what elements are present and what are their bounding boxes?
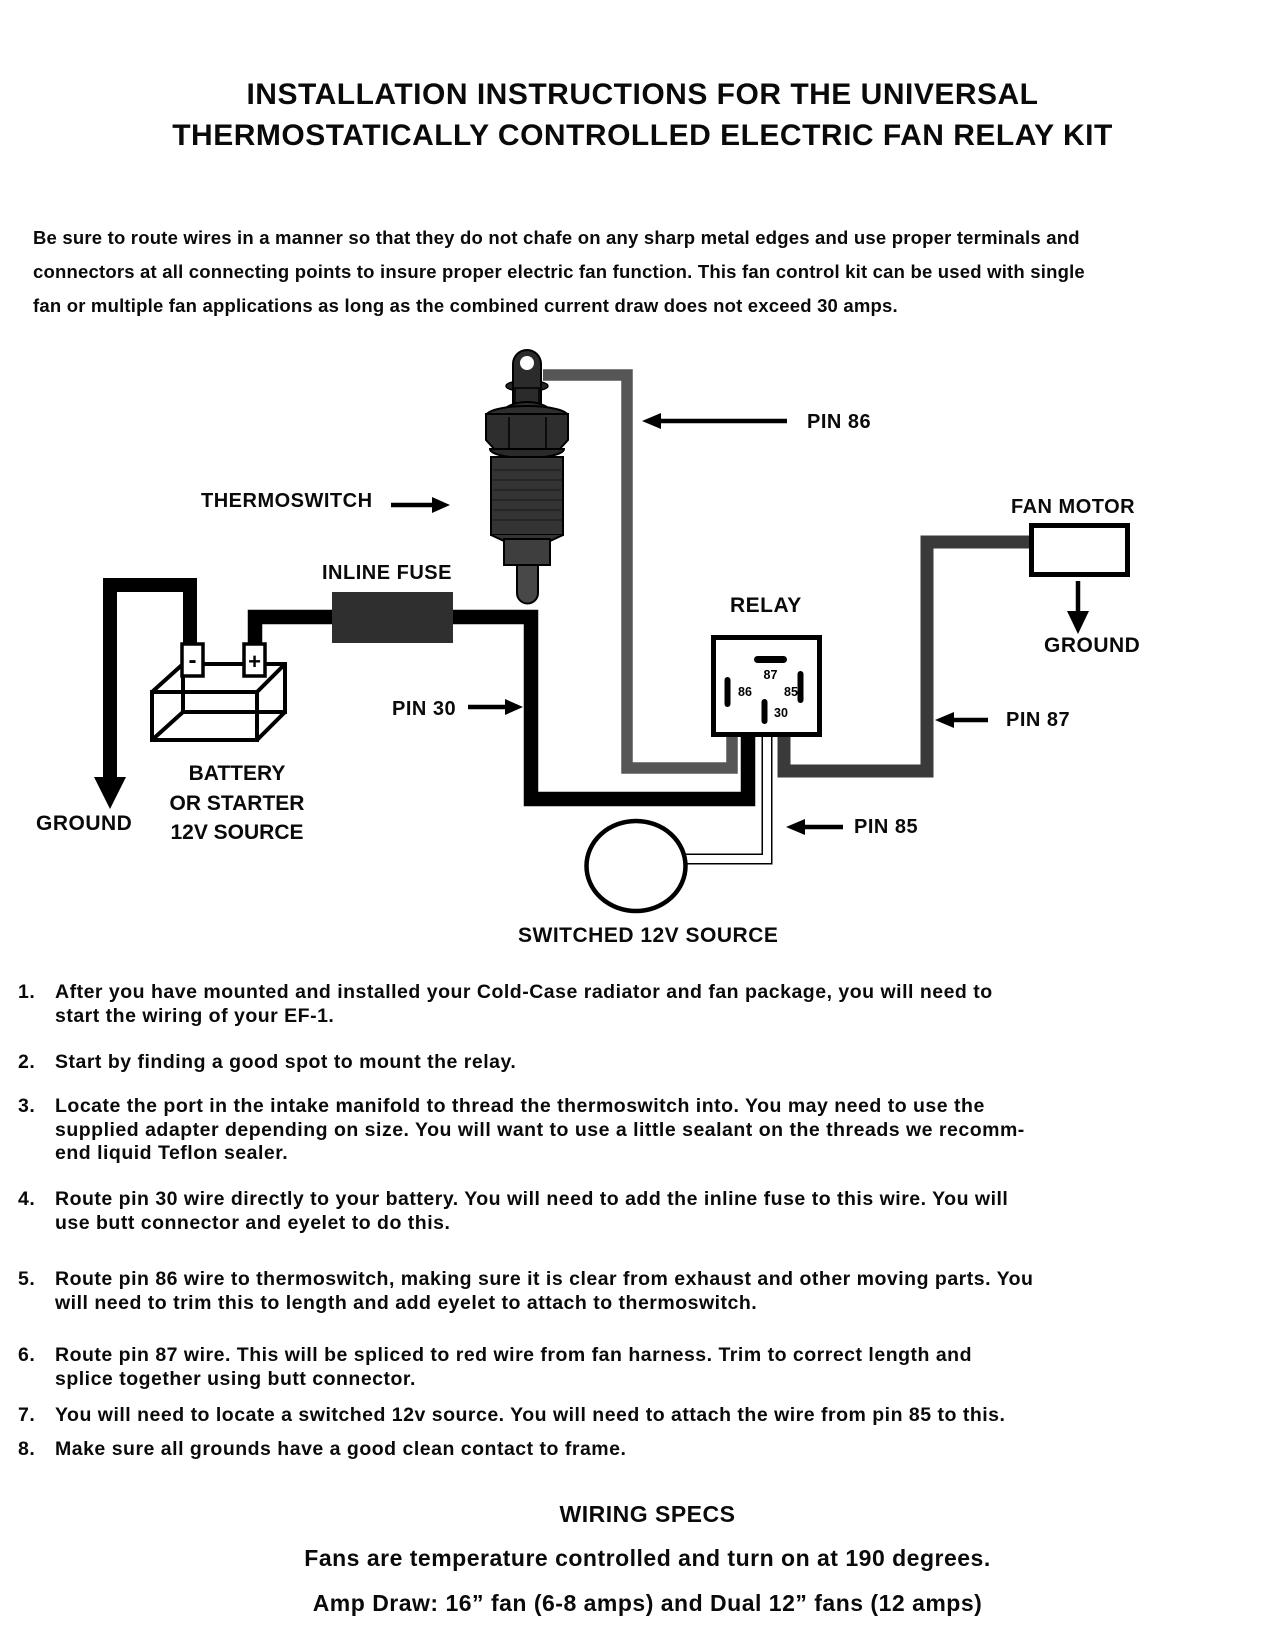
page-title: INSTALLATION INSTRUCTIONS FOR THE UNIVER… xyxy=(0,74,1275,156)
list-item-number: 6. xyxy=(18,1344,36,1366)
battery-caption: BATTERY OR STARTER 12V SOURCE xyxy=(147,759,327,848)
wiring-specs-line: Fans are temperature controlled and turn… xyxy=(304,1545,991,1571)
pin30-label: PIN 30 xyxy=(392,698,457,720)
list-item-line: Start by finding a good spot to mount th… xyxy=(55,1051,517,1073)
intro-line: fan or multiple fan applications as long… xyxy=(33,295,898,316)
down-arrow-icon xyxy=(94,777,126,809)
list-item-line: Route pin 86 wire to thermoswitch, makin… xyxy=(55,1268,1034,1290)
fan-ground-arrow xyxy=(1067,581,1089,634)
list-item-line: You will need to locate a switched 12v s… xyxy=(55,1404,1006,1426)
list-item-number: 8. xyxy=(18,1438,36,1460)
list-item-line: splice together using butt connector. xyxy=(55,1367,416,1390)
left-arrow-icon xyxy=(642,413,661,429)
battery-graphic xyxy=(150,662,287,742)
right-arrow-icon xyxy=(505,699,523,715)
list-item-line: Route pin 30 wire directly to your batte… xyxy=(55,1188,1009,1210)
down-arrow-icon xyxy=(1067,611,1089,634)
switched-source-circle xyxy=(584,818,688,914)
list-item-line: will need to trim this to length and add… xyxy=(55,1291,758,1314)
list-item-number: 3. xyxy=(18,1095,36,1117)
relay-pin86-label: 86 xyxy=(738,685,752,699)
list-item-line: supplied adapter depending on size. You … xyxy=(55,1118,1025,1141)
list-item-number: 2. xyxy=(18,1051,36,1073)
battery-ground-wire xyxy=(94,578,197,809)
list-item-number: 7. xyxy=(18,1404,36,1426)
relay-pin30-label: 30 xyxy=(774,706,788,720)
right-arrow-icon xyxy=(432,497,450,513)
battery-ground-label: GROUND xyxy=(36,812,133,835)
list-item-line: After you have mounted and installed you… xyxy=(55,981,993,1003)
pin30-power-wire xyxy=(247,609,756,807)
wiring-specs-heading: WIRING SPECS xyxy=(559,1501,736,1527)
intro-line: connectors at all connecting points to i… xyxy=(33,261,1085,282)
list-item-line: Locate the port in the intake manifold t… xyxy=(55,1095,985,1117)
fan-ground-label: GROUND xyxy=(1044,634,1141,657)
label-arrows xyxy=(391,413,988,835)
switched-source-label: SWITCHED 12V SOURCE xyxy=(518,924,779,947)
pin87-label: PIN 87 xyxy=(1006,709,1071,731)
list-item-line: Make sure all grounds have a good clean … xyxy=(55,1438,627,1460)
relay-pin85-label: 85 xyxy=(784,685,798,699)
intro-line: Be sure to route wires in a manner so th… xyxy=(33,227,1080,248)
battery-terminals: - + xyxy=(180,642,267,678)
pin85-wire xyxy=(672,726,773,865)
page-title-line1: INSTALLATION INSTRUCTIONS FOR THE UNIVER… xyxy=(246,78,1039,111)
list-item-line: Route pin 87 wire. This will be spliced … xyxy=(55,1344,973,1366)
list-item-line: start the wiring of your EF-1. xyxy=(55,1004,335,1027)
inline-fuse-box xyxy=(332,592,453,643)
list-item-number: 1. xyxy=(18,981,36,1003)
pin87-wire xyxy=(777,535,1034,778)
battery-plus-label: + xyxy=(248,649,261,674)
fan-motor-box xyxy=(1029,523,1130,577)
list-item-line: end liquid Teflon sealer. xyxy=(55,1142,289,1164)
pin86-label: PIN 86 xyxy=(807,411,872,433)
pin86-wire xyxy=(543,369,738,774)
left-arrow-icon xyxy=(935,712,954,728)
page-title-line2: THERMOSTATICALLY CONTROLLED ELECTRIC FAN… xyxy=(172,119,1113,152)
list-item-number: 5. xyxy=(18,1268,36,1290)
battery-caption-line: OR STARTER xyxy=(169,791,305,815)
pin85-label: PIN 85 xyxy=(854,816,919,838)
battery-caption-line: 12V SOURCE xyxy=(170,821,304,844)
relay-box: 87 86 85 30 xyxy=(711,635,822,737)
list-item-number: 4. xyxy=(18,1188,36,1210)
inline-fuse-label: INLINE FUSE xyxy=(322,562,452,584)
fan-motor-label: FAN MOTOR xyxy=(1011,496,1136,518)
relay-label: RELAY xyxy=(730,594,802,617)
thermoswitch-label: THERMOSWITCH xyxy=(201,490,373,512)
wiring-specs-line: Amp Draw: 16” fan (6-8 amps) and Dual 12… xyxy=(312,1590,983,1616)
intro-paragraph: Be sure to route wires in a manner so th… xyxy=(33,221,1085,323)
battery-caption-line: BATTERY xyxy=(188,762,286,785)
battery-minus-label: - xyxy=(189,647,197,674)
list-item-line: use butt connector and eyelet to do this… xyxy=(55,1211,451,1234)
thermoswitch-graphic xyxy=(485,349,569,605)
left-arrow-icon xyxy=(786,819,805,835)
relay-pin87-label: 87 xyxy=(764,668,778,682)
